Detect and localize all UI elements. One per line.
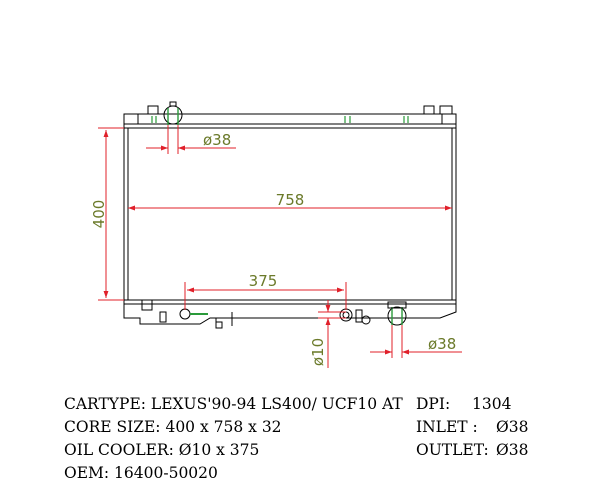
bottom-drain-plug xyxy=(141,299,167,323)
outlet-fitting xyxy=(387,301,407,326)
radiator-drawing: 400 758 ø38 375 ø10 ø38 xyxy=(90,101,462,368)
spec-cartype: CARTYPE: LEXUS'90-94 LS400/ UCF10 AT xyxy=(64,395,403,413)
oil-cooler-length-label: 375 xyxy=(249,272,278,290)
radiator-core xyxy=(123,127,457,301)
outlet-dimension-label: ø38 xyxy=(428,335,456,353)
oil-cooler-diameter-label: ø10 xyxy=(309,338,327,366)
spec-outlet-value: Ø38 xyxy=(496,441,529,459)
top-tank xyxy=(123,113,457,129)
spec-table: CARTYPE: LEXUS'90-94 LS400/ UCF10 AT DPI… xyxy=(64,393,584,485)
spec-oil-cooler: OIL COOLER: Ø10 x 375 xyxy=(64,441,260,459)
spec-dpi-label: DPI: xyxy=(416,395,451,413)
dimension-width: 758 xyxy=(128,191,452,211)
spec-row-core: CORE SIZE: 400 x 758 x 32 INLET : Ø38 xyxy=(64,416,584,439)
dimension-outlet: ø38 xyxy=(370,325,462,358)
spec-row-oil: OIL COOLER: Ø10 x 375 OUTLET: Ø38 xyxy=(64,439,584,462)
dimension-height: 400 xyxy=(90,127,124,301)
filler-neck-left xyxy=(147,105,453,115)
top-brackets xyxy=(151,116,409,123)
spec-oem: OEM: 16400-50020 xyxy=(64,464,218,482)
spec-core-size: CORE SIZE: 400 x 758 x 32 xyxy=(64,418,282,436)
width-label: 758 xyxy=(276,191,305,209)
inlet-dimension-label: ø38 xyxy=(203,131,231,149)
spec-dpi-value: 1304 xyxy=(472,395,512,413)
spec-inlet-value: Ø38 xyxy=(496,418,529,436)
spec-outlet-label: OUTLET: xyxy=(416,441,489,459)
dimension-oil-cooler-length: 375 xyxy=(184,272,347,310)
inlet-fitting xyxy=(163,101,183,125)
dimension-inlet: ø38 xyxy=(146,125,236,154)
oil-cooler-fitting-right xyxy=(339,308,371,325)
spec-row-cartype: CARTYPE: LEXUS'90-94 LS400/ UCF10 AT DPI… xyxy=(64,393,584,416)
spec-inlet-label: INLET : xyxy=(416,418,478,436)
dimension-oil-cooler-diameter: ø10 xyxy=(309,300,346,368)
height-label: 400 xyxy=(90,200,108,229)
spec-row-oem: OEM: 16400-50020 xyxy=(64,462,584,485)
